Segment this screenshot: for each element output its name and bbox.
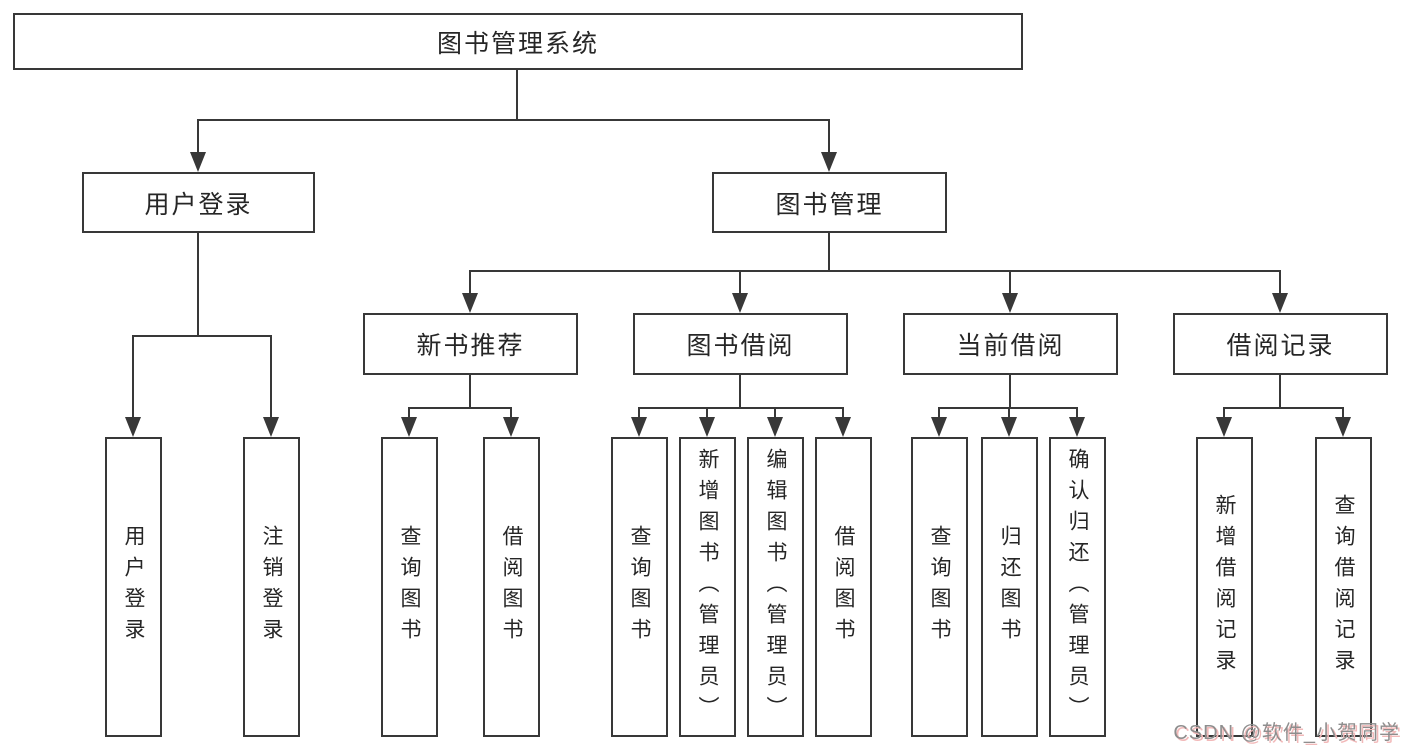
connector-line bbox=[469, 270, 1281, 272]
leaf-query-borrow-record: 查询借阅记录 bbox=[1315, 437, 1372, 737]
arrowhead bbox=[462, 293, 478, 313]
leaf-label: 新增借阅记录 bbox=[1213, 494, 1236, 680]
connector-line bbox=[469, 270, 471, 294]
arrowhead bbox=[190, 152, 206, 172]
arrowhead bbox=[401, 417, 417, 437]
arrowhead bbox=[1216, 417, 1232, 437]
arrowhead bbox=[503, 417, 519, 437]
leaf-query-books-recommend: 查询图书 bbox=[381, 437, 438, 737]
leaf-label: 借阅图书 bbox=[500, 525, 523, 649]
node-borrowing-records: 借阅记录 bbox=[1173, 313, 1388, 375]
leaf-label: 查询图书 bbox=[928, 525, 951, 649]
connector-line bbox=[774, 407, 776, 418]
connector-line bbox=[842, 407, 844, 418]
node-label: 图书管理 bbox=[775, 190, 884, 219]
leaf-label: 查询图书 bbox=[398, 525, 421, 649]
node-new-book-recommend: 新书推荐 bbox=[363, 313, 578, 375]
connector-line bbox=[132, 335, 134, 418]
connector-line bbox=[739, 270, 741, 294]
arrowhead bbox=[767, 417, 783, 437]
connector-line bbox=[1279, 270, 1281, 294]
connector-line bbox=[197, 233, 199, 336]
leaf-user-login: 用户登录 bbox=[105, 437, 162, 737]
node-label: 用户登录 bbox=[144, 190, 253, 219]
arrowhead bbox=[125, 417, 141, 437]
connector-line bbox=[828, 119, 830, 153]
leaf-borrow-books-borrowing: 借阅图书 bbox=[815, 437, 872, 737]
arrowhead bbox=[1001, 417, 1017, 437]
arrowhead bbox=[1272, 293, 1288, 313]
connector-line bbox=[1009, 270, 1011, 294]
arrowhead bbox=[263, 417, 279, 437]
node-label: 借阅记录 bbox=[1226, 332, 1335, 360]
arrowhead bbox=[821, 152, 837, 172]
leaf-label: 用户登录 bbox=[122, 525, 145, 649]
connector-line bbox=[938, 407, 940, 418]
connector-line bbox=[638, 407, 640, 418]
leaf-add-books-admin: 新增图书（管理员） bbox=[679, 437, 736, 737]
leaf-add-borrow-record: 新增借阅记录 bbox=[1196, 437, 1253, 737]
connector-line bbox=[828, 233, 830, 271]
node-label: 新书推荐 bbox=[416, 332, 525, 360]
node-label: 当前借阅 bbox=[956, 332, 1065, 360]
connector-line bbox=[408, 407, 512, 409]
node-library-management-system: 图书管理系统 bbox=[13, 13, 1023, 70]
connector-line bbox=[270, 335, 272, 418]
connector-line bbox=[469, 375, 471, 408]
leaf-label: 查询图书 bbox=[628, 525, 651, 649]
leaf-edit-books-admin: 编辑图书（管理员） bbox=[747, 437, 804, 737]
leaf-logout: 注销登录 bbox=[243, 437, 300, 737]
node-label: 图书借阅 bbox=[686, 332, 795, 360]
leaf-query-books-current: 查询图书 bbox=[911, 437, 968, 737]
connector-line bbox=[1279, 375, 1281, 408]
leaf-borrow-books-recommend: 借阅图书 bbox=[483, 437, 540, 737]
leaf-label: 新增图书（管理员） bbox=[696, 447, 719, 727]
leaf-query-books-borrowing: 查询图书 bbox=[611, 437, 668, 737]
arrowhead bbox=[1335, 417, 1351, 437]
leaf-label: 借阅图书 bbox=[832, 525, 855, 649]
arrowhead bbox=[931, 417, 947, 437]
connector-line bbox=[197, 119, 199, 153]
connector-line bbox=[1342, 407, 1344, 418]
node-current-borrowing: 当前借阅 bbox=[903, 313, 1118, 375]
connector-line bbox=[1223, 407, 1344, 409]
connector-line bbox=[1008, 407, 1010, 418]
connector-line bbox=[197, 119, 830, 121]
connector-line bbox=[706, 407, 708, 418]
arrowhead bbox=[835, 417, 851, 437]
connector-line bbox=[1223, 407, 1225, 418]
leaf-return-books: 归还图书 bbox=[981, 437, 1038, 737]
leaf-label: 注销登录 bbox=[260, 525, 283, 649]
node-label: 图书管理系统 bbox=[436, 29, 599, 58]
leaf-label: 编辑图书（管理员） bbox=[764, 447, 787, 727]
connector-line bbox=[638, 407, 844, 409]
connector-line bbox=[132, 335, 272, 337]
connector-line bbox=[1076, 407, 1078, 418]
csdn-watermark: CSDN @软件_小贺同学 bbox=[1173, 722, 1400, 744]
leaf-label: 查询借阅记录 bbox=[1332, 494, 1355, 680]
arrowhead bbox=[1069, 417, 1085, 437]
leaf-label: 确认归还（管理员） bbox=[1066, 447, 1089, 727]
connector-line bbox=[516, 70, 518, 120]
arrowhead bbox=[631, 417, 647, 437]
connector-line bbox=[1009, 375, 1011, 408]
connector-line bbox=[510, 407, 512, 418]
arrowhead bbox=[732, 293, 748, 313]
connector-line bbox=[739, 375, 741, 408]
node-user-login: 用户登录 bbox=[82, 172, 315, 233]
node-book-borrowing: 图书借阅 bbox=[633, 313, 848, 375]
connector-line bbox=[408, 407, 410, 418]
arrowhead bbox=[1002, 293, 1018, 313]
leaf-label: 归还图书 bbox=[998, 525, 1021, 649]
arrowhead bbox=[699, 417, 715, 437]
node-book-management: 图书管理 bbox=[712, 172, 947, 233]
leaf-confirm-return-admin: 确认归还（管理员） bbox=[1049, 437, 1106, 737]
